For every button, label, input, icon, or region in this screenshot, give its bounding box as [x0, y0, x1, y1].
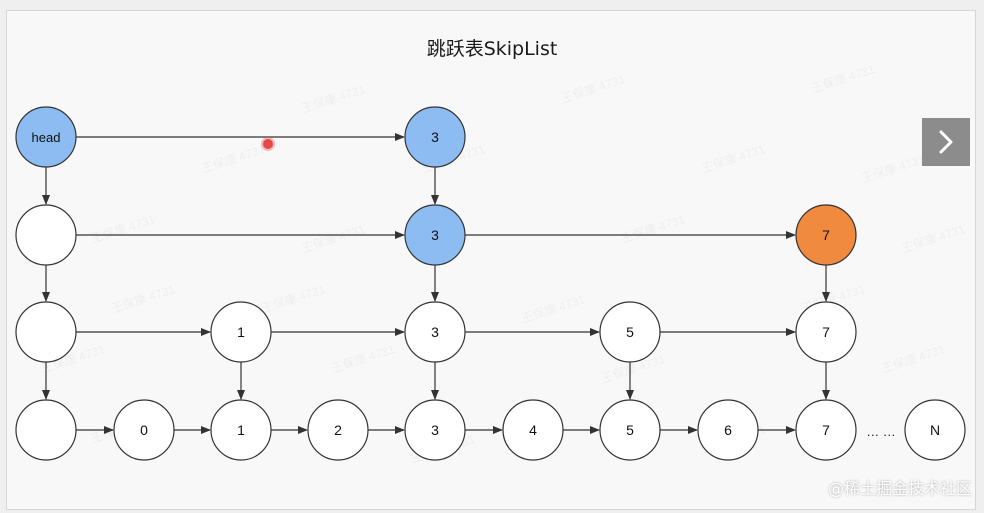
node-circle	[404, 204, 466, 266]
edge-layer	[42, 133, 830, 434]
node-label: 1	[237, 422, 245, 438]
node-circle	[904, 399, 966, 461]
node-circle	[697, 399, 759, 461]
skiplist-node: head	[15, 106, 77, 168]
node-circle	[404, 106, 466, 168]
node-label: 1	[237, 324, 245, 340]
skiplist-node: 5	[599, 399, 661, 461]
next-slide-button[interactable]	[922, 118, 970, 166]
node-circle	[15, 204, 77, 266]
node-circle	[795, 399, 857, 461]
node-label: 6	[724, 422, 732, 438]
chevron-right-icon	[939, 130, 953, 154]
skiplist-node: N	[904, 399, 966, 461]
node-circle	[404, 301, 466, 363]
skiplist-node: 1	[210, 301, 272, 363]
skiplist-node	[15, 399, 77, 461]
skiplist-node: 2	[307, 399, 369, 461]
skiplist-node: 5	[599, 301, 661, 363]
skiplist-node	[15, 204, 77, 266]
skiplist-node: 6	[697, 399, 759, 461]
node-circle	[15, 301, 77, 363]
node-label: 3	[431, 324, 439, 340]
node-label: 4	[529, 422, 537, 438]
skiplist-node: 3	[404, 106, 466, 168]
skiplist-node: 4	[502, 399, 564, 461]
node-circle	[502, 399, 564, 461]
skiplist-node: 1	[210, 399, 272, 461]
node-label: 2	[334, 422, 342, 438]
node-circle	[307, 399, 369, 461]
node-circle	[795, 204, 857, 266]
diagram-title: 跳跃表SkipList	[426, 38, 558, 60]
node-label: 3	[431, 129, 439, 145]
node-label: 5	[626, 324, 634, 340]
skiplist-node: 3	[404, 301, 466, 363]
ellipsis-label: … …	[866, 424, 896, 439]
skiplist-node: 7	[795, 204, 857, 266]
node-label: 3	[431, 227, 439, 243]
source-credit: @稀土掘金技术社区	[827, 479, 972, 498]
node-circle	[404, 399, 466, 461]
node-label: 7	[822, 227, 830, 243]
skiplist-node: 0	[113, 399, 175, 461]
skiplist-node	[15, 301, 77, 363]
node-circle	[15, 106, 77, 168]
node-circle	[210, 399, 272, 461]
node-label: 7	[822, 324, 830, 340]
node-label: 0	[140, 422, 148, 438]
node-label: 7	[822, 422, 830, 438]
node-circle	[795, 301, 857, 363]
node-label: 5	[626, 422, 634, 438]
node-label: head	[32, 130, 61, 145]
node-circle	[113, 399, 175, 461]
node-circle	[15, 399, 77, 461]
node-label: N	[930, 422, 940, 438]
skiplist-node: 3	[404, 204, 466, 266]
skiplist-node: 7	[795, 301, 857, 363]
skiplist-node: 7	[795, 399, 857, 461]
node-circle	[599, 301, 661, 363]
node-circle	[599, 399, 661, 461]
node-circle	[210, 301, 272, 363]
pointer-cursor-dot	[263, 139, 273, 149]
node-label: 3	[431, 422, 439, 438]
skiplist-node: 3	[404, 399, 466, 461]
